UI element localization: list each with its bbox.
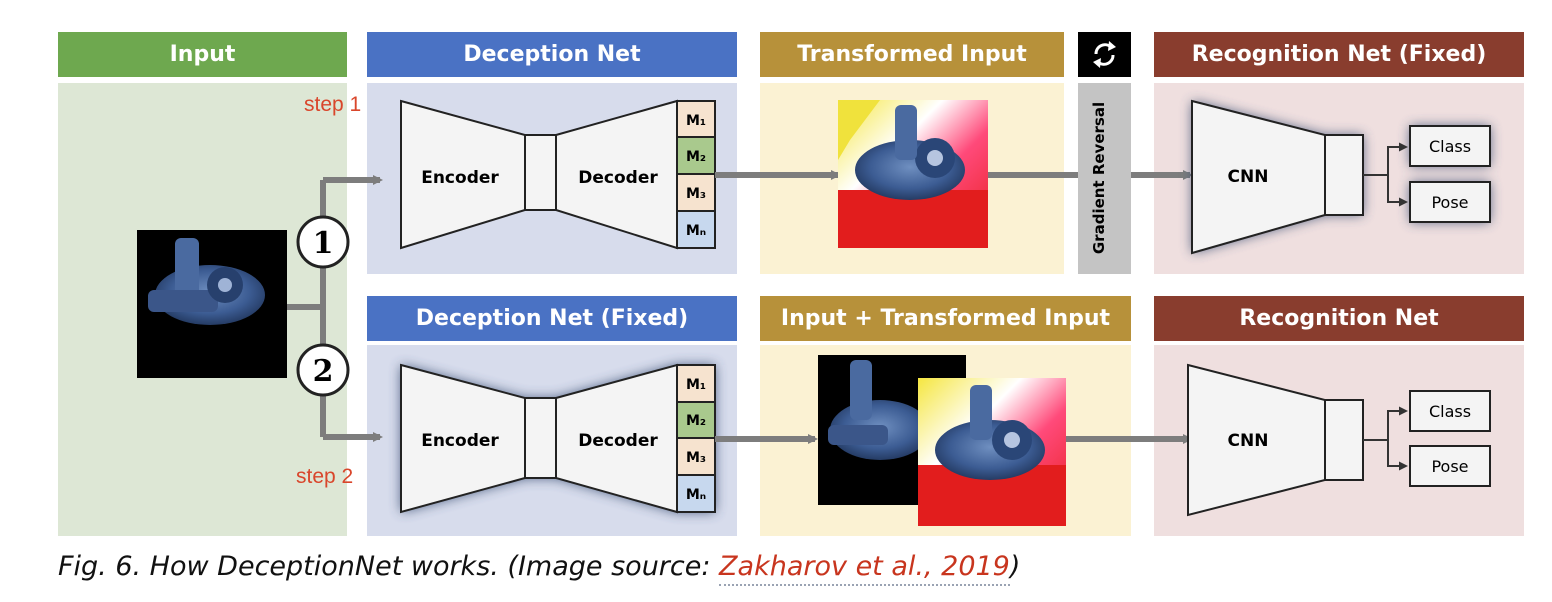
caption-suffix: )	[1009, 551, 1021, 582]
module-mn-label-top: Mₙ	[686, 223, 706, 239]
cnn-head-bottom	[1324, 399, 1364, 481]
class-box-bottom	[1409, 390, 1491, 432]
step-2-number: 2	[313, 354, 334, 389]
module-mn-bottom	[676, 474, 716, 513]
cnn-head-top	[1324, 134, 1364, 216]
pose-box-top	[1409, 181, 1491, 223]
step-1-label: step 1	[304, 93, 362, 116]
pose-label-bottom: Pose	[1431, 457, 1468, 476]
bottleneck-bottom	[524, 397, 557, 479]
cnn-label-top: CNN	[1228, 167, 1269, 187]
module-m1-label-bottom: M₁	[686, 377, 706, 393]
caption-source-link[interactable]: Zakharov et al., 2019	[719, 551, 1010, 586]
class-box-top	[1409, 125, 1491, 167]
encoder-label-top: Encoder	[421, 168, 499, 188]
encoder-label-bottom: Encoder	[421, 431, 499, 451]
bottleneck-top	[524, 134, 557, 211]
gradient-reversal-label: Gradient Reversal	[1090, 102, 1108, 254]
step-2-label: step 2	[296, 465, 354, 488]
gradient-reversal-panel	[1078, 83, 1131, 274]
header-input: Input	[58, 32, 347, 77]
step-2-circle	[296, 343, 350, 397]
caption-text: Fig. 6. How DeceptionNet works. (Image s…	[58, 551, 720, 582]
pose-box-bottom	[1409, 445, 1491, 487]
step-1-circle	[296, 215, 350, 269]
header-deception-net-fixed: Deception Net (Fixed)	[367, 296, 737, 341]
module-m2-label-bottom: M₂	[686, 413, 706, 429]
module-m3-label-top: M₃	[686, 186, 706, 202]
refresh-icon-box	[1078, 32, 1131, 77]
module-mn-top	[676, 210, 716, 249]
module-m2-label-top: M₂	[686, 149, 706, 165]
pose-label-top: Pose	[1431, 193, 1468, 212]
cnn-label-bottom: CNN	[1228, 431, 1269, 451]
module-m3-label-bottom: M₃	[686, 450, 706, 466]
header-transformed-input: Transformed Input	[760, 32, 1064, 77]
figure-caption: Fig. 6. How DeceptionNet works. (Image s…	[58, 551, 1021, 586]
module-mn-label-bottom: Mₙ	[686, 487, 706, 503]
input-image	[137, 230, 287, 378]
refresh-icon	[1093, 41, 1116, 68]
header-deception-net: Deception Net	[367, 32, 737, 77]
decoder-label-top: Decoder	[578, 168, 658, 188]
class-label-top: Class	[1429, 137, 1471, 156]
decoder-label-bottom: Decoder	[578, 431, 658, 451]
transformed-image-bottom	[918, 378, 1066, 526]
header-recognition-net: Recognition Net	[1154, 296, 1524, 341]
step-1-number: 1	[313, 226, 334, 261]
module-m1-top	[676, 100, 716, 138]
header-recognition-net-fixed: Recognition Net (Fixed)	[1154, 32, 1524, 77]
module-m2-top	[676, 136, 716, 175]
transformed-image-top	[838, 100, 988, 248]
header-input-plus-transformed: Input + Transformed Input	[760, 296, 1131, 341]
module-m3-bottom	[676, 437, 716, 476]
module-m1-label-top: M₁	[686, 113, 706, 129]
class-label-bottom: Class	[1429, 402, 1471, 421]
